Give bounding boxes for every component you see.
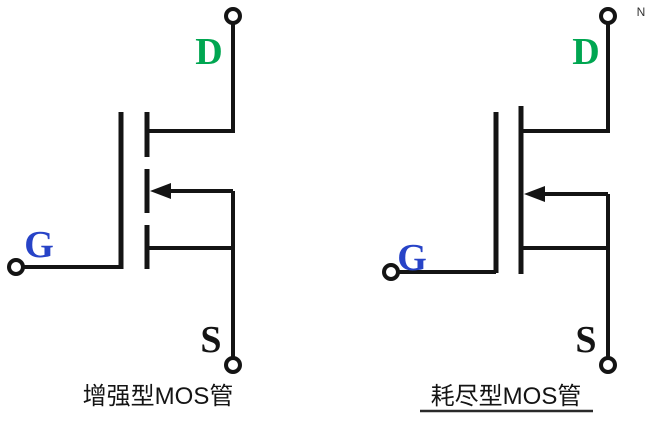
source-terminal xyxy=(599,356,617,374)
drain-terminal xyxy=(599,7,617,25)
watermark-text: N xyxy=(637,5,646,19)
body-arrow-icon xyxy=(524,186,545,202)
drain-terminal xyxy=(224,7,242,25)
gate-terminal xyxy=(7,258,25,276)
source-label: S xyxy=(200,319,221,361)
gate-label: G xyxy=(24,224,54,266)
source-terminal xyxy=(224,356,242,374)
enhancement-caption: 增强型MOS管 xyxy=(83,383,234,410)
gate-terminal xyxy=(382,263,400,281)
depletion-mosfet-symbol: D G S 耗尽型MOS管 xyxy=(382,7,617,413)
enhancement-mosfet-symbol: D G S 增强型MOS管 xyxy=(7,7,242,410)
gate-label: G xyxy=(397,237,427,279)
drain-label: D xyxy=(572,31,599,73)
source-label: S xyxy=(575,319,596,361)
drain-label: D xyxy=(195,31,222,73)
body-arrow-icon xyxy=(150,183,171,199)
depletion-caption: 耗尽型MOS管 xyxy=(431,383,582,410)
